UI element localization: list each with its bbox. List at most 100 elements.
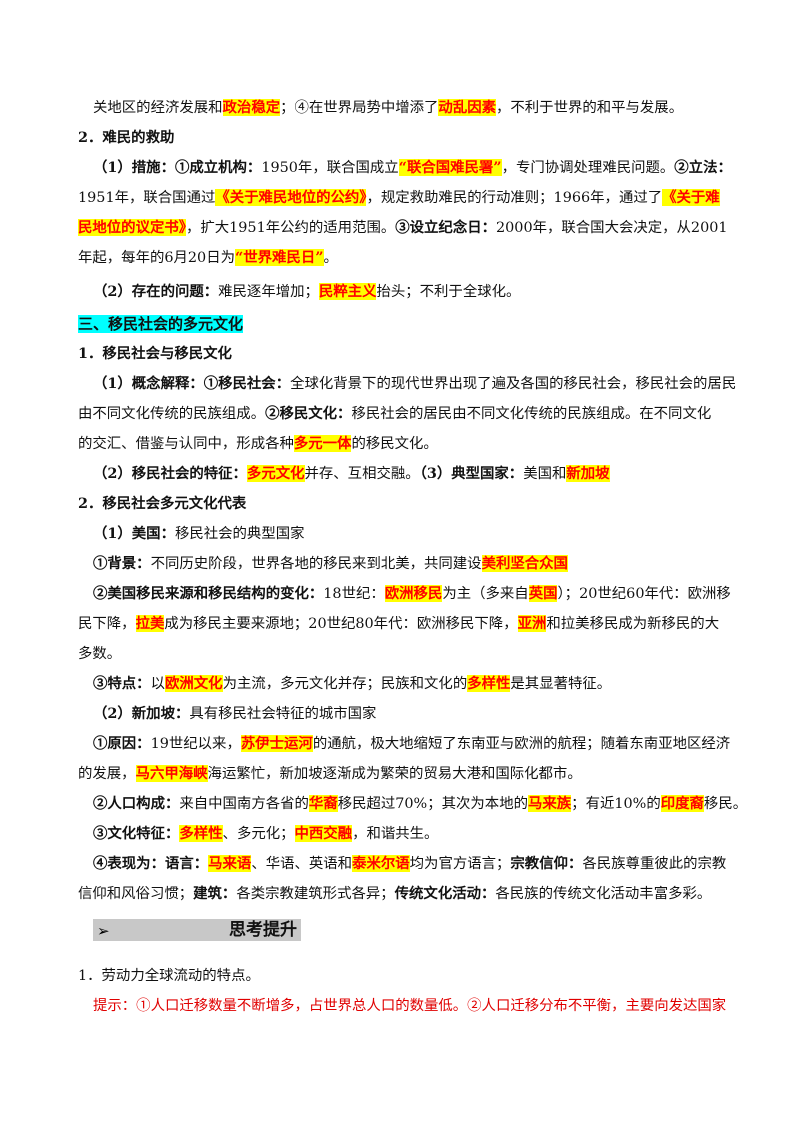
text-line: ③特点：以欧洲文化为主流，多元文化并存；民族和文化的多样性是其显著特征。 [93,674,611,694]
text-segment: 由不同文化传统的民族组成。 [78,406,266,422]
highlighted-term: 泰米尔语 [352,855,410,872]
text-segment: 来自中国南方各省的 [179,796,309,812]
text-segment: 1951年，联合国通过 [78,190,216,206]
text-segment: 建筑： [193,885,237,902]
text-segment: ②立法： [674,159,732,176]
text-line: ②美国移民来源和移民结构的变化：18世纪：欧洲移民为主（多来自英国）；20世纪6… [93,584,731,604]
text-segment: 抬头；不利于全球化。 [376,284,521,300]
text-segment: ①原因： [93,735,151,752]
text-segment: 并存、互相交融。 [304,466,420,482]
text-segment: 为主流，多元文化并存；民族和文化的 [222,676,468,692]
highlighted-term: 多样性 [179,825,223,842]
text-segment: 、华语、英语和 [251,856,353,872]
highlighted-term: 多元一体 [293,435,352,452]
highlighted-term: 马六甲海峡 [135,765,208,782]
text-segment: 19世纪以来， [150,736,241,752]
text-line: （1）美国：移民社会的典型国家 [93,524,305,544]
text-segment: 成为移民主要来源地；20世纪80年代：欧洲移民下降， [164,616,518,632]
text-segment: 1950年，联合国成立 [261,160,399,176]
highlighted-term: 苏伊士运河 [240,735,313,752]
text-segment: 各民族尊重彼此的宗教 [582,856,727,872]
text-segment: ，规定救助难民的行动准则；1966年，通过了 [366,190,663,206]
text-segment: 18世纪： [323,586,385,602]
highlighted-term: 《关于难民地位的公约》 [215,189,367,206]
text-line: 1．移民社会与移民文化 [78,344,232,364]
text-segment: （1）美国： [93,525,175,542]
text-segment: 年起，每年的6月20日为 [78,250,235,266]
text-line: 多数。 [78,644,121,664]
text-segment: 2000年，联合国大会决定，从2001 [496,220,728,236]
text-segment: 2．移民社会多元文化代表 [78,495,247,512]
text-line: 1．劳动力全球流动的特点。 [78,966,260,986]
text-segment: 移民社会的居民由不同文化传统的民族组成。在不同文化 [351,406,712,422]
highlighted-term: 动乱因素 [438,99,496,116]
banner-bar: ➢ [93,919,229,941]
text-segment: ③设立纪念日： [395,219,496,236]
text-segment: ）；20世纪60年代：欧洲移 [557,586,731,602]
text-line: 2．难民的救助 [78,128,174,148]
text-segment: ，不利于世界的和平与发展。 [496,100,684,116]
highlighted-term: 马来族 [527,795,572,812]
highlighted-term: 拉美 [135,615,165,632]
highlighted-term: 多元文化 [246,465,305,482]
highlighted-term: 印度裔 [660,795,704,812]
text-segment: 关地区的经济发展和 [93,100,223,116]
text-segment: 是其显著特征。 [510,676,612,692]
text-segment: 美国和 [523,466,567,482]
text-line: 关地区的经济发展和政治稳定；④在世界局势中增添了动乱因素，不利于世界的和平与发展… [93,98,683,118]
highlighted-term: 民粹主义 [318,283,377,300]
text-segment: 均为官方语言； [409,856,511,872]
text-line: 的交汇、借鉴与认同中，形成各种多元一体的移民文化。 [78,434,438,454]
text-segment: 宗教信仰： [510,855,583,872]
text-segment: ②人口构成： [93,795,180,812]
text-line: ①背景：不同历史阶段，世界各地的移民来到北美，共同建设美利坚合众国 [93,554,568,574]
text-segment: 不同历史阶段，世界各地的移民来到北美，共同建设 [150,556,482,572]
text-segment: ；④在世界局势中增添了 [280,100,439,116]
text-segment: 信仰和风俗习惯； [78,886,194,902]
text-segment: 三、移民社会的多元文化 [78,315,244,333]
highlighted-term: 中西交融 [294,825,353,842]
text-segment: 多数。 [78,646,122,662]
banner-title: 思考提升 [229,919,301,941]
text-segment: ②移民文化： [265,405,352,422]
text-line: （2）移民社会的特征：多元文化并存、互相交融。（3）典型国家：美国和新加坡 [93,464,610,484]
text-segment: 1．劳动力全球流动的特点。 [78,968,260,984]
text-segment: （2）新加坡： [93,705,190,722]
highlighted-term: 马来语 [208,855,252,872]
text-segment: 移民社会的典型国家 [174,526,305,542]
text-line: ④表现为：语言：马来语、华语、英语和泰米尔语均为官方语言；宗教信仰：各民族尊重彼… [93,854,726,874]
text-segment: ；有近10%的 [571,796,661,812]
highlighted-term: “联合国难民署” [398,159,502,176]
text-segment: 各民族的传统文化活动丰富多彩。 [495,886,712,902]
highlighted-term: 亚洲 [517,615,547,632]
text-segment: 的发展， [78,766,136,782]
text-segment: （2）存在的问题： [93,283,219,300]
highlighted-term: 欧洲移民 [384,585,443,602]
text-segment: 、多元化； [222,826,295,842]
text-segment: 具有移民社会特征的城市国家 [189,706,377,722]
section-banner: ➢ 思考提升 [93,919,301,941]
text-segment: 1．移民社会与移民文化 [78,345,232,362]
text-segment: ③文化特征： [93,825,180,842]
text-line: （1）概念解释：①移民社会：全球化背景下的现代世界出现了遍及各国的移民社会，移民… [93,374,736,394]
text-line: 2．移民社会多元文化代表 [78,494,246,514]
highlighted-term: 新加坡 [566,465,610,482]
text-line: ②人口构成：来自中国南方各省的华裔移民超过70%；其次为本地的马来族；有近10%… [93,794,747,814]
text-segment: 的通航，极大地缩短了东南亚与欧洲的航程；随着东南亚地区经济 [312,736,731,752]
text-line: 民地位的议定书》，扩大1951年公约的适用范围。③设立纪念日：2000年，联合国… [78,218,728,238]
text-segment: 移民。 [703,796,748,812]
text-line: ③文化特征：多样性、多元化；中西交融，和谐共生。 [93,824,438,844]
text-segment: （2）移民社会的特征： [93,465,247,482]
text-segment: （3）典型国家： [419,465,524,482]
text-segment: 的交汇、借鉴与认同中，形成各种 [78,436,294,452]
text-line: 提示：①人口迁移数量不断增多，占世界总人口的数量低。②人口迁移分布不平衡，主要向… [93,996,726,1016]
text-line: 的发展，马六甲海峡海运繁忙，新加坡逐渐成为繁荣的贸易大港和国际化都市。 [78,764,582,784]
highlighted-term: 欧洲文化 [164,675,223,692]
highlighted-term: 民地位的议定书》 [78,219,186,236]
text-segment: 移民超过70%；其次为本地的 [337,796,528,812]
highlighted-term: 《关于难 [662,189,720,206]
text-segment: 传统文化活动： [394,885,496,902]
text-line: 信仰和风俗习惯；建筑：各类宗教建筑形式各异；传统文化活动：各民族的传统文化活动丰… [78,884,711,904]
text-segment: （1）概念解释：①移民社会： [93,375,291,392]
text-segment: ①背景： [93,555,151,572]
